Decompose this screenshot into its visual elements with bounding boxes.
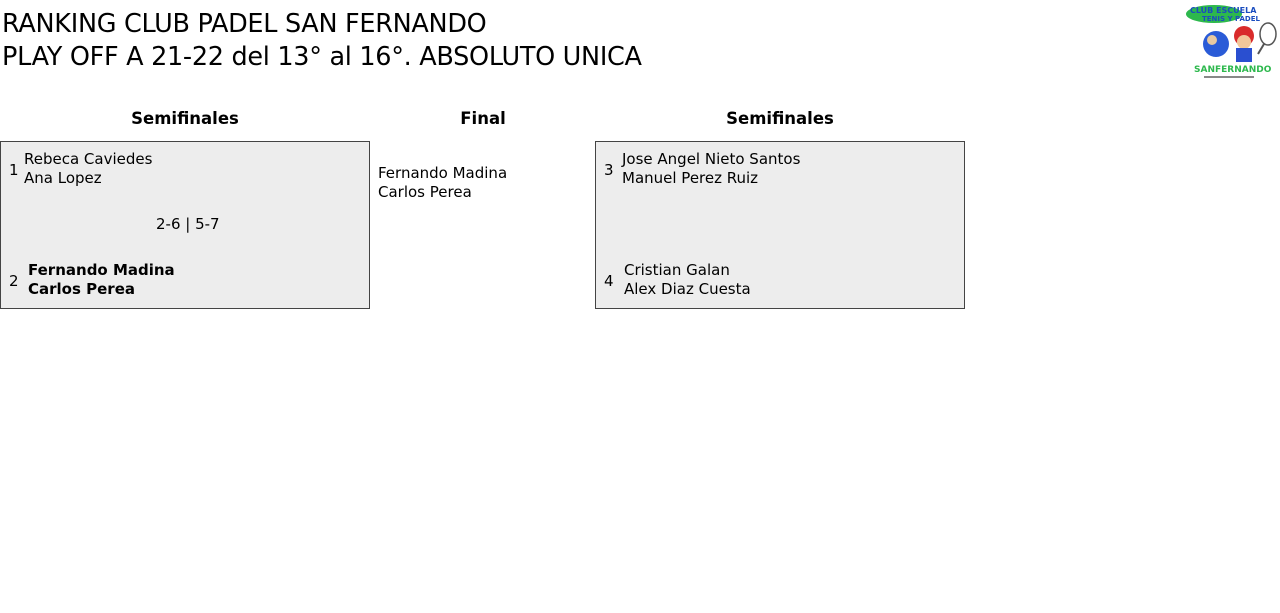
team-1: Rebeca Caviedes Ana Lopez [24, 150, 152, 188]
team-4: Cristian Galan Alex Diaz Cuesta [624, 261, 751, 299]
title-line-2: PLAY OFF A 21-22 del 13° al 16°. ABSOLUT… [2, 42, 642, 72]
team-1-player-1: Rebeca Caviedes [24, 150, 153, 168]
seed-4: 4 [604, 272, 614, 290]
svg-text:CLUB ESCUELA: CLUB ESCUELA [1190, 6, 1257, 15]
team-3-player-1: Jose Angel Nieto Santos [622, 150, 801, 168]
page-title: RANKING CLUB PADEL SAN FERNANDO PLAY OFF… [2, 8, 642, 74]
seed-3: 3 [604, 161, 614, 179]
final-player-2: Carlos Perea [378, 183, 472, 201]
right-semifinal-box: 3 Jose Angel Nieto Santos Manuel Perez R… [595, 141, 965, 309]
svg-text:TENIS Y PADEL: TENIS Y PADEL [1202, 15, 1261, 23]
club-logo: CLUB ESCUELA TENIS Y PADEL SANFERNANDO [1186, 5, 1277, 78]
final-heading: Final [460, 109, 506, 128]
team-3-player-2: Manuel Perez Ruiz [622, 169, 759, 187]
match-score: 2-6 | 5-7 [156, 215, 220, 233]
team-2-winner: Fernando Madina Carlos Perea [28, 261, 175, 299]
final-team: Fernando Madina Carlos Perea [378, 164, 507, 202]
left-semifinal-heading: Semifinales [131, 109, 239, 128]
seed-1: 1 [9, 161, 19, 179]
team-2-player-2: Carlos Perea [28, 280, 135, 298]
team-4-player-1: Cristian Galan [624, 261, 730, 279]
final-player-1: Fernando Madina [378, 164, 508, 182]
svg-text:SANFERNANDO: SANFERNANDO [1194, 65, 1272, 75]
team-2-player-1: Fernando Madina [28, 261, 175, 279]
seed-2: 2 [9, 272, 19, 290]
team-3: Jose Angel Nieto Santos Manuel Perez Rui… [622, 150, 800, 188]
left-semifinal-box: 1 Rebeca Caviedes Ana Lopez 2-6 | 5-7 2 … [0, 141, 370, 309]
title-line-1: RANKING CLUB PADEL SAN FERNANDO [2, 9, 487, 39]
team-1-player-2: Ana Lopez [24, 169, 102, 187]
team-4-player-2: Alex Diaz Cuesta [624, 280, 751, 298]
right-semifinal-heading: Semifinales [726, 109, 834, 128]
